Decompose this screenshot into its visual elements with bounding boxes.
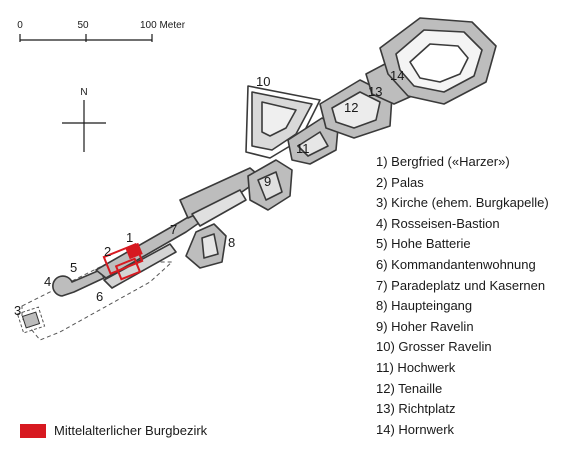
map-number-4: 4 (44, 274, 51, 289)
medieval-precinct (102, 242, 144, 281)
map-number-6: 6 (96, 289, 103, 304)
map-number-13: 13 (368, 84, 382, 99)
legend-item: 2) Palas (376, 174, 424, 190)
map-number-7: 7 (170, 222, 177, 237)
map-number-11: 11 (296, 141, 310, 156)
medieval-swatch (20, 423, 46, 438)
legend-item: 5) Hohe Batterie (376, 236, 471, 252)
legend-list: 1) Bergfried («Harzer») 2) Palas 3) Kirc… (376, 152, 549, 440)
legend-item: 8) Haupteingang (376, 298, 473, 314)
small-outbuilding-3 (21, 311, 41, 329)
map-number-2: 2 (104, 244, 111, 259)
scale-label-0: 0 (17, 20, 23, 31)
map-number-labels: 1 2 3 4 5 6 7 8 9 10 11 12 13 14 (14, 68, 404, 318)
legend-item: 14) Hornwerk (376, 421, 455, 437)
map-number-8: 8 (228, 235, 235, 250)
legend-item: 11) Hochwerk (376, 359, 456, 375)
scale-label-50: 50 (77, 20, 89, 31)
map-number-3: 3 (14, 303, 21, 318)
medieval-legend-label: Mittelalterlicher Burgbezirk (54, 423, 208, 438)
legend-item: 10) Grosser Ravelin (376, 339, 492, 355)
map-number-10: 10 (256, 74, 270, 89)
north-arrow: N (62, 87, 106, 152)
legend-item: 13) Richtplatz (376, 401, 456, 417)
map-number-1: 1 (126, 230, 133, 245)
medieval-legend: Mittelalterlicher Burgbezirk (20, 423, 207, 438)
legend-item: 12) Tenaille (376, 380, 443, 396)
scale-bar: 0 50 100 Meter (17, 20, 186, 42)
map-number-5: 5 (70, 260, 77, 275)
map-number-14: 14 (390, 68, 404, 83)
north-label: N (80, 87, 87, 98)
legend-item: 6) Kommandantenwohnung (376, 256, 536, 272)
legend-item: 4) Rosseisen-Bastion (376, 215, 500, 231)
scale-label-100: 100 Meter (140, 20, 186, 31)
legend-item: 9) Hoher Ravelin (376, 318, 474, 334)
legend-item: 7) Paradeplatz und Kasernen (376, 277, 546, 293)
map-number-9: 9 (264, 174, 271, 189)
map-number-12: 12 (344, 100, 358, 115)
fortress-walls (52, 17, 497, 297)
legend-item: 1) Bergfried («Harzer») (376, 154, 510, 169)
legend-item: 3) Kirche (ehem. Burgkapelle) (376, 195, 549, 211)
